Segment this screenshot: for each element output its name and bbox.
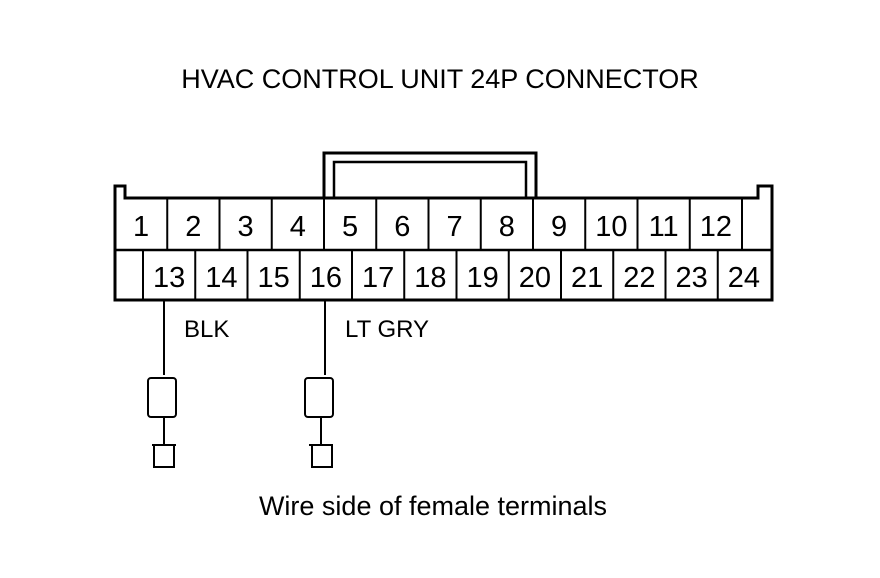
terminal-number-3: 3 (238, 211, 254, 243)
terminal-number-8: 8 (499, 211, 515, 243)
terminal-crimp-box (311, 444, 333, 468)
terminal-number-6: 6 (394, 211, 410, 243)
wire-color-label-lt-gry: LT GRY (345, 316, 429, 343)
terminal-number-20: 20 (519, 262, 551, 294)
connector-housing (113, 151, 774, 302)
terminal-number-9: 9 (551, 211, 567, 243)
terminal-number-23: 23 (675, 262, 707, 294)
terminal-number-2: 2 (185, 211, 201, 243)
female-terminal-body (304, 377, 334, 418)
cell-dividers (142, 198, 743, 300)
connector-lock-tab-outer (322, 151, 538, 198)
diagram-title: HVAC CONTROL UNIT 24P CONNECTOR (181, 64, 699, 94)
terminal-number-4: 4 (290, 211, 306, 243)
terminal-crimp-box (153, 444, 175, 468)
terminal-number-16: 16 (310, 262, 342, 294)
terminal-number-19: 19 (466, 262, 498, 294)
terminal-number-15: 15 (257, 262, 289, 294)
terminal-number-10: 10 (595, 211, 627, 243)
diagram-caption: Wire side of female terminals (259, 491, 607, 521)
connector-lock-tab-inner (332, 160, 528, 198)
terminal-number-5: 5 (342, 211, 358, 243)
terminal-number-18: 18 (414, 262, 446, 294)
female-terminal-body (147, 377, 177, 418)
terminal-number-22: 22 (623, 262, 655, 294)
terminal-number-14: 14 (205, 262, 237, 294)
terminal-number-1: 1 (133, 211, 149, 243)
terminal-row-bottom: 13 14 15 16 17 18 19 20 21 22 23 24 (153, 262, 760, 294)
wire-color-label-blk: BLK (184, 316, 229, 343)
terminal-number-13: 13 (153, 262, 185, 294)
terminal-number-24: 24 (728, 262, 760, 294)
wire-terminal-13 (147, 300, 177, 468)
terminal-number-7: 7 (447, 211, 463, 243)
wire-terminal-16 (304, 300, 334, 468)
terminal-number-11: 11 (649, 211, 679, 243)
connector-body-outline (113, 184, 774, 302)
terminal-number-21: 21 (571, 262, 603, 294)
terminal-number-12: 12 (700, 211, 732, 243)
terminal-number-17: 17 (362, 262, 394, 294)
